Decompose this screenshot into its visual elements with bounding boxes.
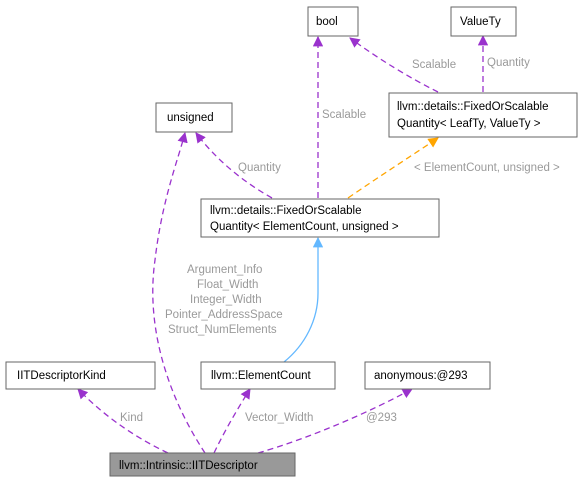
node-fixed-or-scalable-ec[interactable]: llvm::details::FixedOrScalable Quantity<… bbox=[200, 198, 440, 238]
edge-kind-to-iit bbox=[77, 388, 169, 454]
node-element-count[interactable]: llvm::ElementCount bbox=[200, 361, 336, 390]
node-iit-descriptor-kind[interactable]: IITDescriptorKind bbox=[5, 361, 156, 390]
edge-label-template: < ElementCount, unsigned > bbox=[414, 162, 560, 174]
edge-label-unsigned-iit-2: Integer_Width bbox=[190, 294, 262, 306]
svg-text:llvm::details::FixedOrScalable: llvm::details::FixedOrScalable bbox=[210, 205, 361, 217]
edge-inherit-elementcount bbox=[283, 236, 324, 363]
edge-elementcount-to-iit bbox=[213, 388, 251, 454]
svg-text:IITDescriptorKind: IITDescriptorKind bbox=[17, 370, 106, 382]
edge-label-bool-leaf: Scalable bbox=[412, 59, 456, 71]
edge-label-kind: Kind bbox=[120, 412, 143, 424]
node-bool[interactable]: bool bbox=[307, 6, 359, 37]
svg-text:bool: bool bbox=[316, 16, 338, 28]
svg-text:Quantity< LeafTy, ValueTy >: Quantity< LeafTy, ValueTy > bbox=[397, 118, 541, 130]
node-valuety[interactable]: ValueTy bbox=[450, 6, 517, 37]
edge-label-unsigned-iit-3: Pointer_AddressSpace bbox=[165, 309, 283, 321]
edge-template-instantiation bbox=[347, 137, 439, 199]
svg-text:unsigned: unsigned bbox=[167, 112, 214, 124]
svg-text:anonymous:@293: anonymous:@293 bbox=[374, 370, 468, 382]
node-anonymous-293[interactable]: anonymous:@293 bbox=[364, 361, 491, 390]
svg-text:llvm::Intrinsic::IITDescriptor: llvm::Intrinsic::IITDescriptor bbox=[119, 460, 258, 472]
svg-text:llvm::details::FixedOrScalable: llvm::details::FixedOrScalable bbox=[397, 101, 548, 113]
edge-label-valuety-leaf: Quantity bbox=[487, 57, 530, 69]
edge-label-bool-ec: Scalable bbox=[322, 109, 366, 121]
edge-bool-to-fixed-leaf bbox=[349, 37, 439, 93]
edge-unsigned-to-fixed-ec bbox=[195, 132, 273, 199]
edge-label-unsigned-iit-1: Float_Width bbox=[197, 279, 258, 291]
svg-text:Quantity< ElementCount, unsign: Quantity< ElementCount, unsigned > bbox=[210, 221, 399, 233]
node-fixed-or-scalable-leaf[interactable]: llvm::details::FixedOrScalable Quantity<… bbox=[388, 92, 578, 138]
svg-text:ValueTy: ValueTy bbox=[460, 16, 501, 28]
edge-label-unsigned-iit-0: Argument_Info bbox=[187, 264, 262, 276]
edge-unsigned-to-iit bbox=[152, 131, 206, 454]
svg-text:llvm::ElementCount: llvm::ElementCount bbox=[211, 370, 312, 382]
edge-anonymous-to-iit bbox=[257, 388, 413, 454]
node-iit-descriptor[interactable]: llvm::Intrinsic::IITDescriptor bbox=[109, 452, 296, 477]
edge-label-vector-width: Vector_Width bbox=[245, 412, 313, 424]
node-unsigned[interactable]: unsigned bbox=[155, 102, 233, 133]
edge-label-unsigned-iit-4: Struct_NumElements bbox=[168, 324, 277, 336]
edge-label-unsigned-ec: Quantity bbox=[238, 162, 281, 174]
edge-label-anonymous: @293 bbox=[366, 412, 397, 424]
